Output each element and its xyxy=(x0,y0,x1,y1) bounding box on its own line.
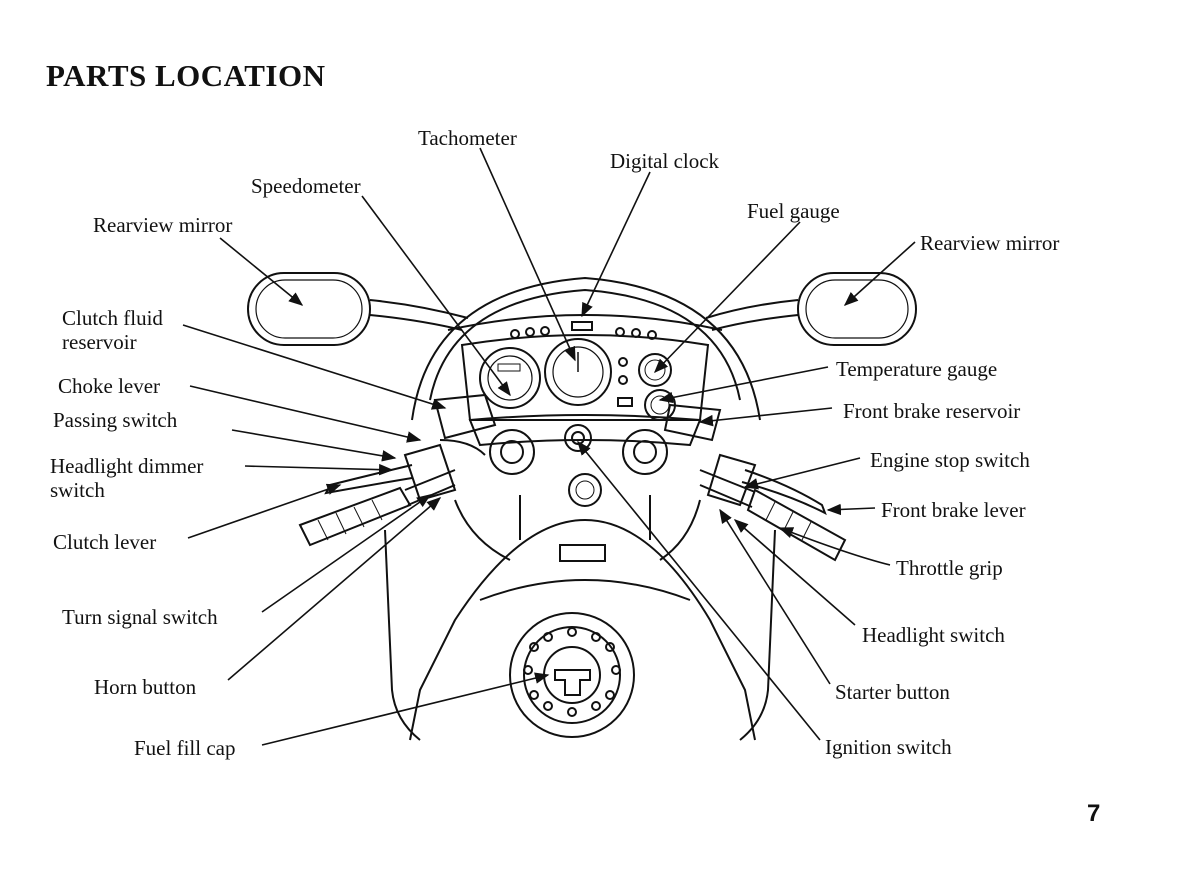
label-headlight-switch: Headlight switch xyxy=(862,623,1005,647)
leader-passing-switch xyxy=(231,429,397,462)
ignition-switch-body xyxy=(564,424,592,452)
speedometer-dial xyxy=(479,347,541,409)
label-throttle-grip: Throttle grip xyxy=(896,556,1003,580)
leader-headlight-dimmer-switch xyxy=(244,463,394,476)
label-passing-switch: Passing switch xyxy=(53,408,178,432)
right-mirror xyxy=(797,272,917,346)
label-headlight-dimmer-line2: switch xyxy=(50,478,105,502)
label-front-brake-reservoir: Front brake reservoir xyxy=(843,399,1021,423)
leader-starter-button xyxy=(719,508,831,685)
leader-turn-signal-switch xyxy=(261,494,432,613)
label-temperature-gauge: Temperature gauge xyxy=(836,357,998,381)
motorcycle-drawing xyxy=(247,272,917,741)
label-clutch-fluid-reservoir-line2: reservoir xyxy=(62,330,137,354)
leader-digital-clock xyxy=(581,171,651,318)
label-tachometer: Tachometer xyxy=(418,126,517,150)
label-fuel-fill-cap: Fuel fill cap xyxy=(134,736,236,760)
tachometer-dial xyxy=(544,338,612,406)
label-speedometer: Speedometer xyxy=(251,174,361,198)
leader-engine-stop-switch xyxy=(743,457,861,490)
leader-clutch-fluid-reservoir xyxy=(182,324,447,410)
label-fuel-gauge: Fuel gauge xyxy=(747,199,840,223)
leader-throttle-grip xyxy=(778,527,891,566)
label-choke-lever: Choke lever xyxy=(58,374,161,398)
leader-rearview-mirror-right xyxy=(843,241,916,306)
leader-temperature-gauge xyxy=(658,366,829,404)
label-clutch-fluid-reservoir-line1: Clutch fluid xyxy=(62,306,163,330)
label-horn-button: Horn button xyxy=(94,675,197,699)
leader-lines xyxy=(182,147,916,746)
fuel-gauge-dial xyxy=(638,353,672,387)
label-front-brake-lever: Front brake lever xyxy=(881,498,1026,522)
label-turn-signal-switch: Turn signal switch xyxy=(62,605,218,629)
fuel-cap xyxy=(509,612,635,738)
label-digital-clock: Digital clock xyxy=(610,149,720,173)
leader-fuel-fill-cap xyxy=(261,672,550,746)
leader-rearview-mirror-left xyxy=(219,237,304,306)
leader-speedometer xyxy=(361,195,511,397)
leader-clutch-lever xyxy=(187,483,342,539)
page-title: PARTS LOCATION xyxy=(46,58,326,93)
leader-choke-lever xyxy=(189,385,422,443)
leader-fuel-gauge xyxy=(653,221,801,374)
label-headlight-dimmer-line1: Headlight dimmer xyxy=(50,454,204,478)
leader-ignition-switch xyxy=(577,440,821,741)
leader-horn-button xyxy=(227,497,442,681)
label-clutch-lever: Clutch lever xyxy=(53,530,157,554)
left-mirror xyxy=(247,272,371,346)
leader-headlight-switch xyxy=(733,519,856,626)
label-rearview-mirror-left: Rearview mirror xyxy=(93,213,233,237)
page-number: 7 xyxy=(1087,800,1101,827)
leader-front-brake-reservoir xyxy=(698,407,833,427)
label-ignition-switch: Ignition switch xyxy=(825,735,952,759)
leader-tachometer xyxy=(479,147,576,362)
fuel-tank xyxy=(409,518,756,741)
leader-front-brake-lever xyxy=(826,503,876,516)
label-engine-stop-switch: Engine stop switch xyxy=(870,448,1030,472)
label-rearview-mirror-right: Rearview mirror xyxy=(920,231,1060,255)
label-starter-button: Starter button xyxy=(835,680,950,704)
